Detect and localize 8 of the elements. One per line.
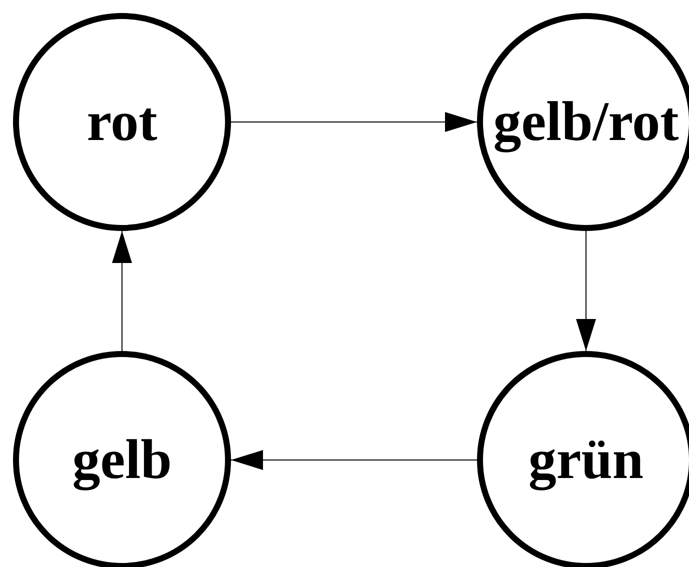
- state-label: grün: [528, 432, 644, 488]
- state-label: rot: [86, 94, 158, 150]
- arrow: [230, 450, 478, 470]
- arrow: [230, 112, 478, 132]
- arrow: [576, 230, 596, 352]
- state-label: gelb/rot: [493, 94, 679, 150]
- arrow: [112, 230, 132, 352]
- state-label: gelb: [72, 432, 172, 488]
